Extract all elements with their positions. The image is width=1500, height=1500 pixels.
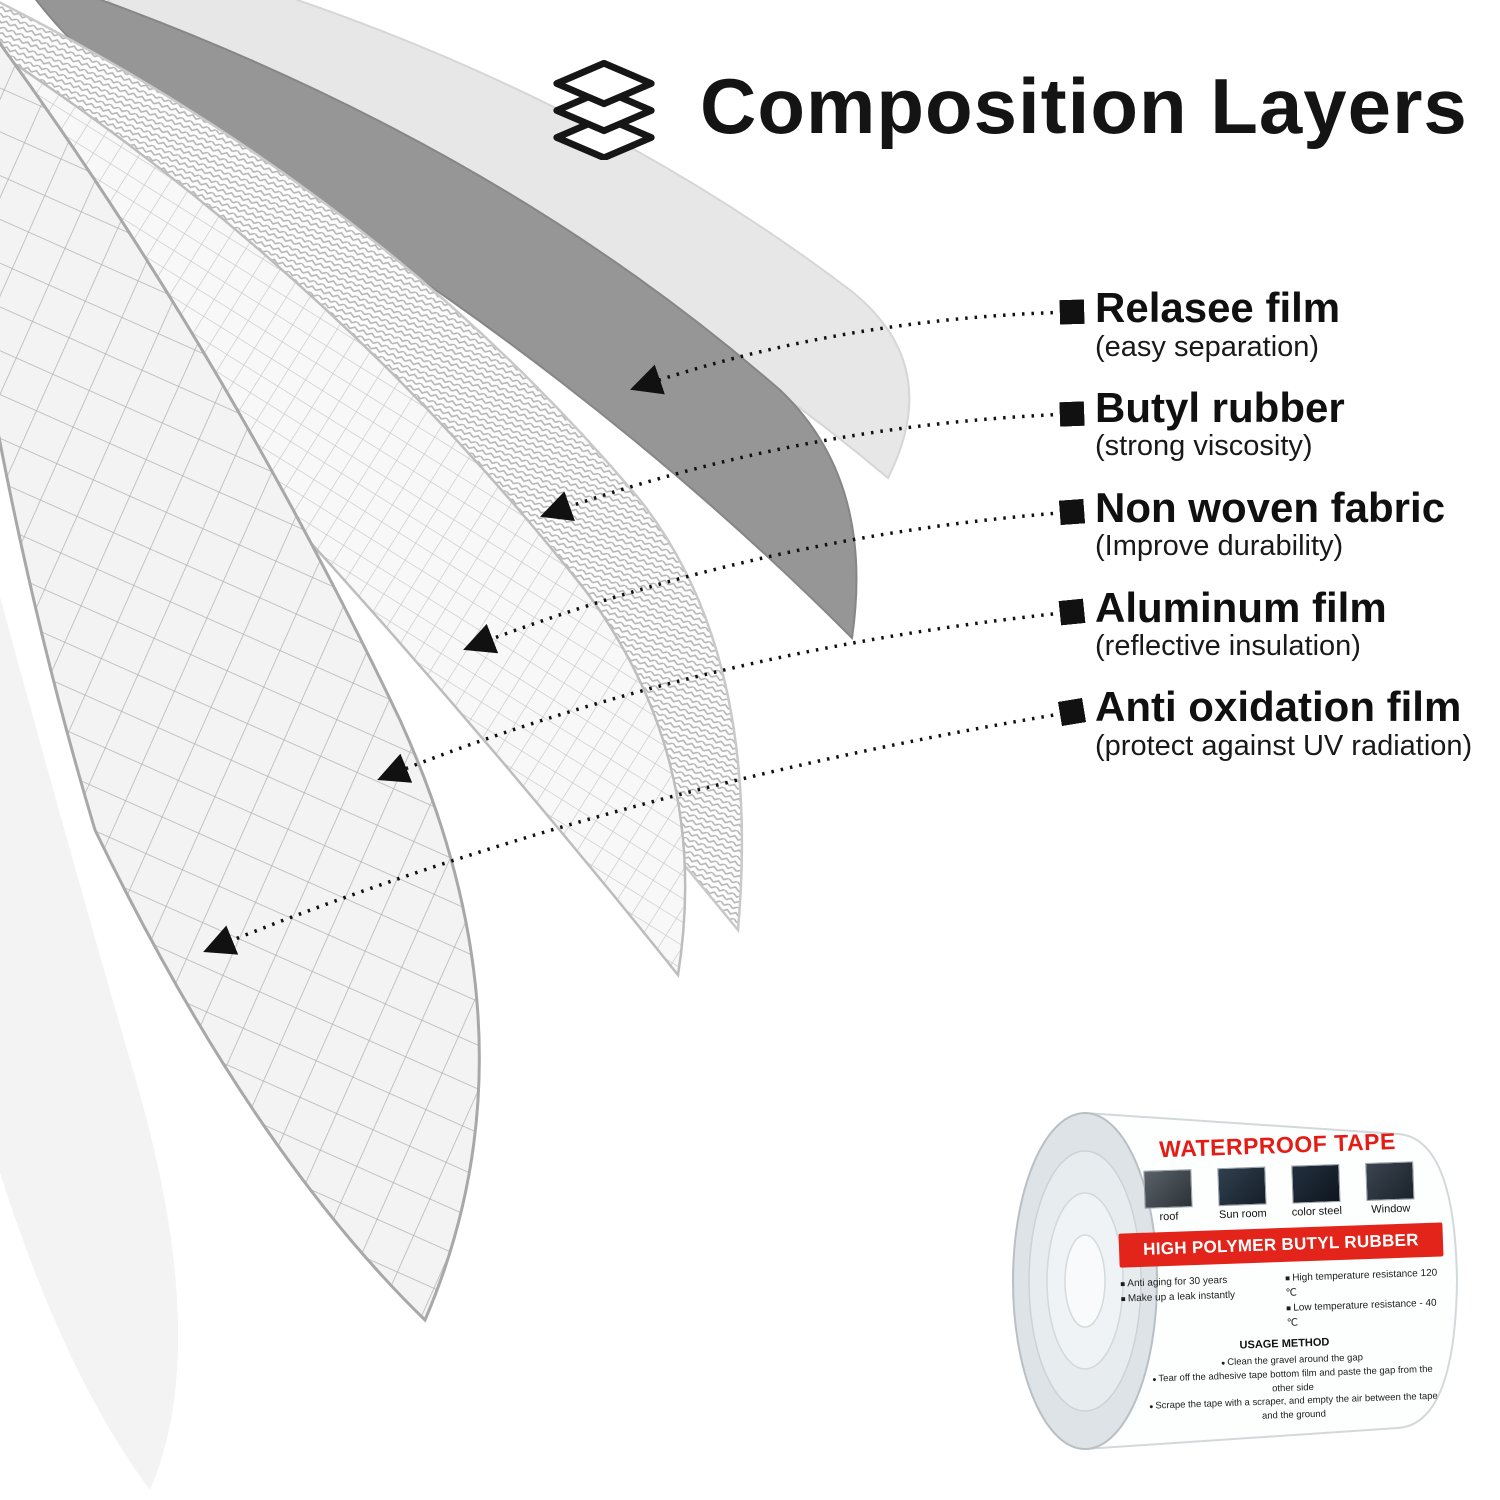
layer-desc: (reflective insulation) — [1095, 630, 1361, 663]
usage-steps-list: Clean the gravel around the gap Tear off… — [1129, 1349, 1443, 1429]
layer-anti-oxidation-film — [0, 40, 481, 1323]
usage-method-title: USAGE METHOD — [1239, 1336, 1330, 1352]
feature-col-left: Anti aging for 30 years Make up a leak i… — [1120, 1271, 1281, 1337]
layer-desc: (strong viscosity) — [1095, 430, 1313, 463]
label-anti-oxidation-film: Anti oxidation film (protect against UV … — [1095, 685, 1495, 763]
product-name-band: HIGH POLYMER BUTYL RUBBER — [1118, 1222, 1444, 1268]
label-butyl-rubber: Butyl rubber (strong viscosity) — [1095, 383, 1495, 464]
application-window: Window — [1357, 1161, 1423, 1216]
application-caption: color steel — [1291, 1204, 1343, 1219]
feature-columns: Anti aging for 30 years Make up a leak i… — [1120, 1265, 1446, 1336]
feature-col-right: High temperature resistance 120 ℃ Low te… — [1285, 1265, 1446, 1331]
application-sun-room: Sun room — [1209, 1166, 1275, 1221]
application-caption: roof — [1159, 1210, 1179, 1224]
layer-name: Aluminum film — [1095, 583, 1387, 631]
roll-core — [1064, 1234, 1106, 1328]
sun-room-photo-icon — [1217, 1166, 1267, 1207]
layer-label-column: Relasee film (easy separation) Butyl rub… — [1095, 284, 1495, 785]
layer-name: Relasee film — [1095, 284, 1341, 331]
color-steel-photo-icon — [1291, 1163, 1341, 1204]
application-caption: Sun room — [1218, 1207, 1267, 1222]
stacked-layers-icon — [553, 59, 655, 160]
layer-desc: (protect against UV radiation) — [1095, 729, 1473, 762]
leader-aluminum-film — [377, 598, 1086, 783]
tape-label: WATERPROOF TAPE roof Sun room color stee… — [1115, 1126, 1451, 1477]
label-non-woven-fabric: Non woven fabric (Improve durability) — [1095, 483, 1495, 564]
layer-name: Butyl rubber — [1095, 383, 1345, 431]
page-title: Composition Layers — [700, 61, 1468, 150]
layer-desc: (Improve durability) — [1095, 530, 1344, 563]
feature-item: Low temperature resistance - 40 ℃ — [1286, 1295, 1446, 1331]
page-title-row: Composition Layers — [538, 52, 1468, 160]
application-color-steel: color steel — [1283, 1163, 1349, 1219]
window-photo-icon — [1365, 1161, 1415, 1202]
label-aluminum-film: Aluminum film (reflective insulation) — [1095, 583, 1495, 664]
roof-photo-icon — [1143, 1169, 1193, 1209]
layer-desc: (easy separation) — [1095, 330, 1320, 363]
label-release-film: Relasee film (easy separation) — [1095, 284, 1495, 364]
application-row: roof Sun room color steel Window — [1116, 1160, 1442, 1224]
application-caption: Window — [1371, 1202, 1411, 1216]
layer-name: Anti oxidation film — [1095, 683, 1462, 731]
tape-roll-product: WATERPROOF TAPE roof Sun room color stee… — [1003, 1076, 1495, 1490]
layer-shadow-sheet — [0, 596, 179, 1490]
layer-name: Non woven fabric — [1095, 483, 1446, 531]
application-roof: roof — [1135, 1169, 1201, 1224]
